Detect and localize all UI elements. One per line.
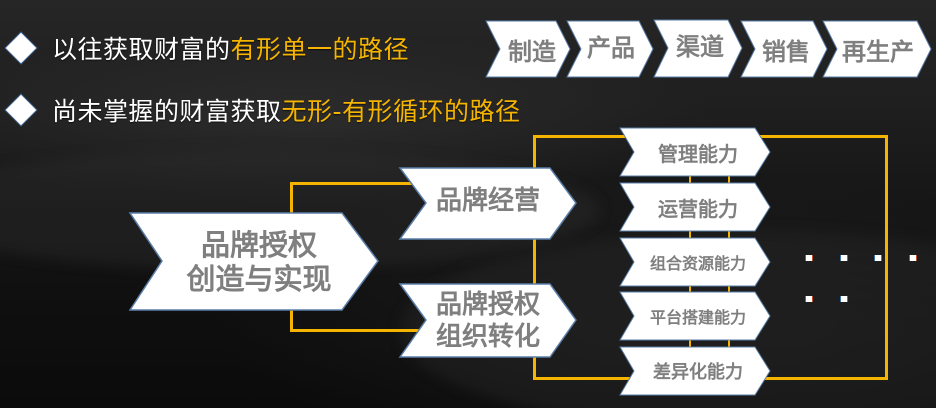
path-step-manufacture: 制造 — [485, 20, 571, 78]
connector-line — [290, 182, 420, 185]
ellipsis-dot — [875, 255, 881, 261]
branch-node-brand-organization: 品牌授权 组织转化 — [398, 283, 577, 358]
diamond-icon — [4, 93, 38, 127]
connector-line — [885, 135, 888, 380]
capability-differentiation: 差异化能力 — [619, 346, 771, 396]
path-step-sales: 销售 — [740, 20, 828, 78]
ellipsis-dot — [806, 296, 812, 302]
bullet-highlight: 有形单一的路径 — [230, 35, 410, 64]
bullet-prefix: 尚未掌握的财富获取 — [52, 97, 282, 126]
ellipsis-dot — [841, 296, 847, 302]
diamond-icon — [4, 31, 38, 65]
connector-line — [533, 135, 536, 380]
connector-line — [290, 329, 420, 332]
root-node-brand-licensing: 品牌授权 创造与实现 — [128, 212, 379, 311]
path-step-reproduction: 再生产 — [822, 20, 932, 78]
path-step-channel: 渠道 — [653, 19, 743, 78]
ellipsis-dot — [910, 255, 916, 261]
ellipsis-dot — [806, 255, 812, 261]
capability-resource-integration: 组合资源能力 — [619, 237, 771, 287]
bullet-highlight: 无形-有形循环的路径 — [281, 97, 521, 126]
capability-platform-building: 平台搭建能力 — [619, 291, 771, 341]
path-step-product: 产品 — [566, 20, 654, 78]
ellipsis-dot — [841, 255, 847, 261]
bullet-line-tangible-path: 以往获取财富的有形单一的路径 — [52, 30, 409, 66]
capability-management: 管理能力 — [619, 127, 771, 177]
bullet-line-cycle-path: 尚未掌握的财富获取无形-有形循环的路径 — [52, 92, 521, 128]
bullet-prefix: 以往获取财富的 — [52, 35, 231, 64]
branch-node-brand-operation: 品牌经营 — [398, 167, 577, 240]
capability-operation: 运营能力 — [619, 182, 771, 232]
